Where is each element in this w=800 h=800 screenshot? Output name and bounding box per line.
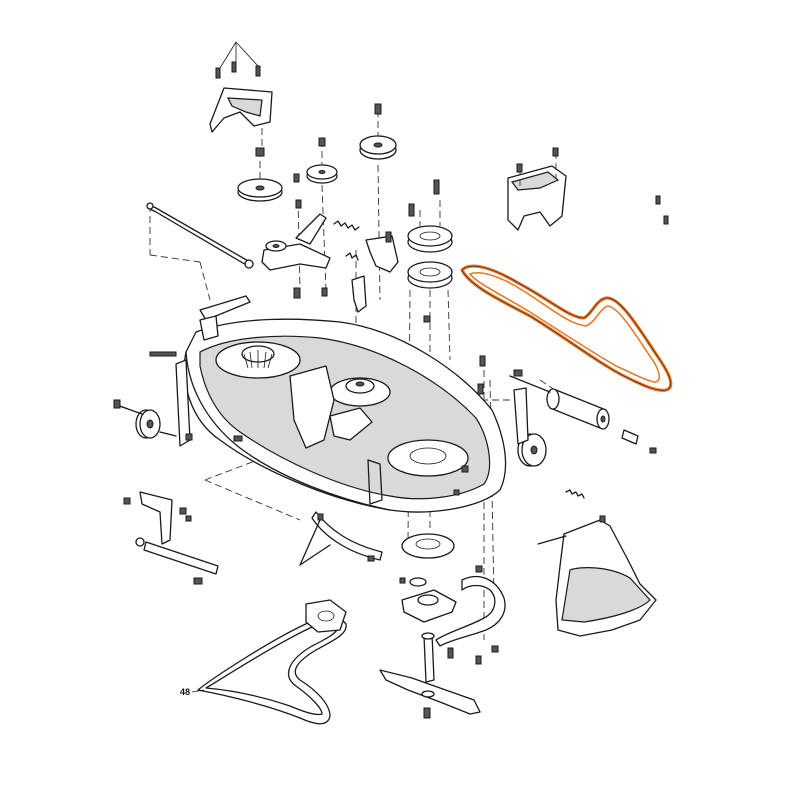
idler-arm-part[interactable]: [261, 213, 331, 271]
roller-part[interactable]: [509, 369, 657, 454]
spindle-pulley-right[interactable]: [407, 179, 453, 289]
tie-rod-part[interactable]: [146, 202, 254, 269]
idler-pulley-top[interactable]: [359, 103, 397, 160]
gauge-wheel-left[interactable]: [113, 399, 243, 442]
idler-pulley-left[interactable]: [237, 147, 283, 202]
belt-callout-48: 48: [180, 687, 205, 697]
deck-cover-part[interactable]: [209, 41, 273, 150]
mower-blade-part[interactable]: [379, 669, 481, 719]
tension-spring-part[interactable]: [333, 220, 360, 261]
blade-shield-part[interactable]: [435, 565, 506, 647]
housing-cover-part[interactable]: [507, 147, 567, 231]
screw-icon: [215, 61, 261, 79]
idler-pulley-center[interactable]: [306, 137, 338, 184]
lift-link-part[interactable]: [135, 537, 219, 585]
discharge-chute-part[interactable]: [537, 489, 657, 637]
bracket-part[interactable]: [351, 231, 399, 313]
drive-belt-highlighted[interactable]: [460, 264, 673, 392]
mower-deck-shell[interactable]: [183, 318, 507, 513]
callout-label: 48: [180, 687, 190, 697]
bolt-icon: [293, 173, 669, 665]
spindle-assembly-part[interactable]: [401, 533, 457, 683]
left-hanger-bracket[interactable]: [149, 295, 251, 447]
screw-icon: [516, 147, 559, 173]
deck-belt-part[interactable]: [197, 599, 347, 725]
lift-bracket-part[interactable]: [123, 491, 192, 545]
baffle-part[interactable]: [299, 511, 383, 566]
gauge-wheel-right[interactable]: [477, 355, 547, 467]
